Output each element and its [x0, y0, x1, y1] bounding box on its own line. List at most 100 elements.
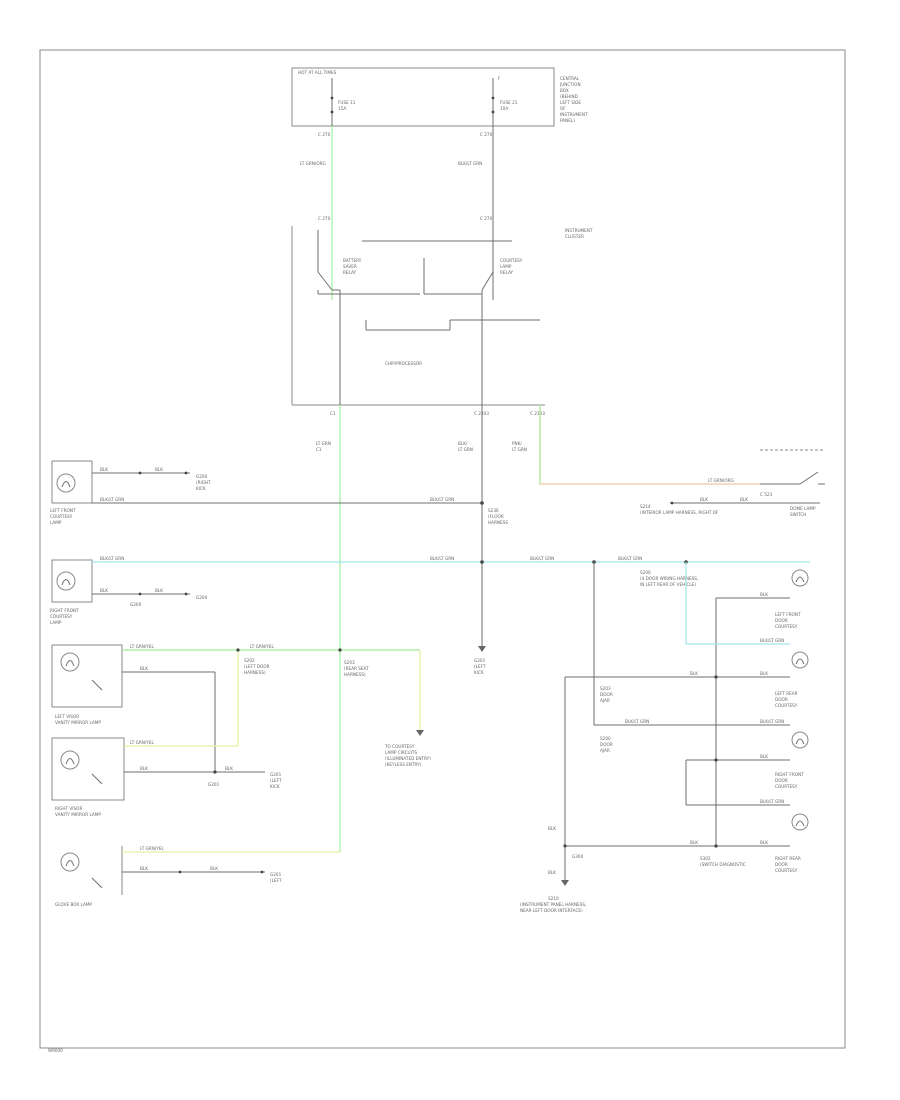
svg-text:S200: S200: [640, 570, 651, 575]
svg-text:LEFT FRONT: LEFT FRONT: [50, 508, 76, 513]
wire-left-down-1: LT GRN: [316, 441, 331, 446]
lamp-glove-box: GLOVE BOX LAMP: [55, 846, 123, 907]
svg-text:TO COURTESY: TO COURTESY: [384, 744, 415, 749]
svg-text:BLK: BLK: [548, 826, 556, 831]
wire-left-down-2: C1: [316, 447, 322, 452]
svg-text:DOOR: DOOR: [775, 862, 788, 867]
cluster-processor-label: CHIP/PROCESSOR: [385, 361, 422, 366]
cluster-bottom-left: C1: [330, 411, 336, 416]
svg-text:LT GRN/YEL: LT GRN/YEL: [130, 644, 155, 649]
svg-text:BLK/LT GRN: BLK/LT GRN: [430, 497, 454, 502]
wire-pnk-lt-grn: [539, 405, 760, 485]
svg-text:(ILLUMINATED ENTRY): (ILLUMINATED ENTRY): [385, 756, 431, 761]
relay-right-label-3: RELAY: [500, 270, 514, 275]
svg-text:BLK: BLK: [690, 840, 698, 845]
svg-text:DOME LAMP: DOME LAMP: [790, 506, 816, 511]
svg-text:BLK: BLK: [155, 588, 163, 593]
svg-text:(FLOOR: (FLOOR: [488, 514, 504, 519]
svg-text:AJAR: AJAR: [600, 698, 610, 703]
dome-lamp-switch: LT GRN/ORG BLK BLK C 523 DOME LAMP SWITC…: [640, 449, 825, 517]
diagram-frame: [39, 49, 846, 1049]
svg-text:BLK/LT GRN: BLK/LT GRN: [430, 556, 454, 561]
svg-text:DOOR: DOOR: [775, 778, 788, 783]
svg-text:G201: G201: [474, 658, 486, 663]
cluster-bottom-right: C 2303: [530, 411, 545, 416]
svg-text:S203: S203: [600, 686, 611, 691]
svg-text:CENTRAL: CENTRAL: [560, 76, 580, 81]
svg-text:G300: G300: [572, 854, 584, 859]
fuse-right-rating: 10A: [500, 106, 508, 111]
svg-text:G201: G201: [270, 772, 282, 777]
svg-text:LAMP: LAMP: [50, 520, 62, 525]
svg-text:LEFT VISOR: LEFT VISOR: [55, 714, 79, 719]
relay-right-label-2: LAMP: [500, 264, 512, 269]
svg-text:BOX: BOX: [560, 88, 569, 93]
svg-text:G200: G200: [196, 595, 208, 600]
svg-text:COURTESY: COURTESY: [50, 514, 73, 519]
fuse-left-name: FUSE 11: [338, 100, 356, 105]
svg-text:BLK/LT GRN: BLK/LT GRN: [100, 556, 124, 561]
svg-text:BLK: BLK: [760, 754, 768, 759]
cluster-connector-left: C 270: [318, 216, 331, 221]
fuse-right-top-label: F: [498, 76, 501, 81]
cluster-connector-right: C 270: [480, 216, 493, 221]
svg-text:S200: S200: [600, 736, 611, 741]
svg-text:LAMP CIRCUITS: LAMP CIRCUITS: [385, 750, 417, 755]
svg-text:(KEYLESS ENTRY): (KEYLESS ENTRY): [385, 762, 422, 767]
lamp-left-rear-door-courtesy: LEFT REAR DOOR COURTESY: [775, 651, 809, 708]
ground-g201-symbol: G201 (LEFT KICK: [474, 640, 486, 675]
svg-text:(4 DOOR WIRING HARNESS,: (4 DOOR WIRING HARNESS,: [640, 576, 698, 581]
svg-text:HARNESS): HARNESS): [344, 672, 366, 677]
svg-text:LAMP: LAMP: [50, 620, 62, 625]
svg-text:BLK: BLK: [100, 467, 108, 472]
svg-text:DOOR: DOOR: [600, 692, 613, 697]
fuse-right-connector: C 270: [480, 132, 493, 137]
lamp-left-front-courtesy: LEFT FRONT COURTESY LAMP: [50, 460, 93, 525]
svg-text:(LEFT: (LEFT: [270, 778, 282, 783]
svg-text:GLOVE BOX LAMP: GLOVE BOX LAMP: [55, 902, 92, 907]
svg-text:BLK: BLK: [140, 666, 148, 671]
svg-text:OF: OF: [560, 106, 566, 111]
svg-text:COURTESY: COURTESY: [775, 784, 798, 789]
svg-text:LT GRN/YEL: LT GRN/YEL: [130, 740, 155, 745]
lamp-right-front-door-courtesy: RIGHT FRONT DOOR COURTESY: [775, 731, 809, 789]
svg-text:COURTESY: COURTESY: [775, 703, 798, 708]
svg-text:LEFT SIDE: LEFT SIDE: [560, 100, 581, 105]
svg-text:COURTESY: COURTESY: [50, 614, 73, 619]
svg-text:PANEL): PANEL): [560, 118, 575, 123]
svg-text:S203: S203: [344, 660, 355, 665]
svg-text:VANITY MIRROR LAMP: VANITY MIRROR LAMP: [55, 720, 101, 725]
svg-text:DOOR: DOOR: [775, 697, 788, 702]
svg-text:S214: S214: [640, 504, 651, 509]
svg-text:S202: S202: [244, 658, 255, 663]
svg-text:BLK/LT GRN: BLK/LT GRN: [760, 799, 784, 804]
svg-text:HARNESS: HARNESS: [488, 520, 508, 525]
svg-text:HARNESS): HARNESS): [244, 670, 266, 675]
svg-text:S302: S302: [700, 856, 711, 861]
relay-left-label-2: SAVER: [343, 264, 357, 269]
svg-text:LT GRN/YEL: LT GRN/YEL: [250, 644, 275, 649]
svg-text:INSTRUMENT: INSTRUMENT: [560, 112, 588, 117]
instrument-cluster: C 270 C 270 INSTRUMENT CLUSTER BATTERY S…: [291, 216, 593, 416]
svg-text:KICK: KICK: [474, 670, 484, 675]
svg-text:BLK/LT GRN: BLK/LT GRN: [760, 638, 784, 643]
svg-text:C 523: C 523: [760, 492, 773, 497]
junction-box-side-label: CENTRAL JUNCTION BOX (BEHIND LEFT SIDE O…: [559, 76, 588, 123]
footer-code: W9000: [48, 1048, 63, 1053]
fuse-left-top-label: HOT AT ALL TIMES: [298, 70, 337, 75]
svg-text:NEAR LEFT DOOR INTERFACE): NEAR LEFT DOOR INTERFACE): [520, 908, 583, 913]
svg-text:RIGHT FRONT: RIGHT FRONT: [775, 772, 804, 777]
svg-text:BLK: BLK: [225, 766, 233, 771]
lamp-right-front-courtesy: RIGHT FRONT COURTESY LAMP: [50, 559, 93, 625]
svg-text:(LEFT DOOR: (LEFT DOOR: [244, 664, 270, 669]
svg-text:G201: G201: [208, 782, 220, 787]
svg-text:IN LEFT REAR OF VEHICLE): IN LEFT REAR OF VEHICLE): [640, 582, 696, 587]
relay-left-label-1: BATTERY: [343, 258, 362, 263]
svg-text:G200: G200: [130, 602, 142, 607]
svg-text:BLK: BLK: [760, 671, 768, 676]
svg-text:BLK: BLK: [100, 588, 108, 593]
svg-text:S236: S236: [488, 508, 499, 513]
svg-text:S210: S210: [548, 896, 559, 901]
svg-text:KICK: KICK: [270, 784, 280, 789]
